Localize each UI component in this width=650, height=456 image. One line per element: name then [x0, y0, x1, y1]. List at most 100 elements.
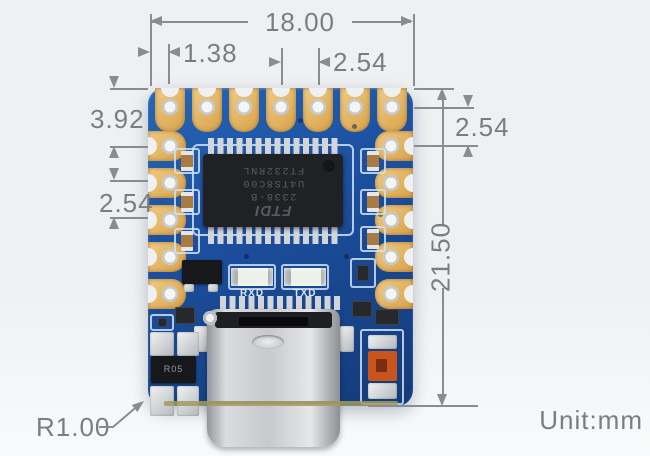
- passive-body: [181, 151, 193, 171]
- sot23-transistor: [182, 260, 222, 284]
- pad-hole: [383, 212, 399, 228]
- pad-edge-notch: [148, 137, 157, 155]
- chip-pin-row-bottom: [208, 227, 341, 244]
- smd-passive: [360, 148, 386, 174]
- dimension-label-board-height: 21.50: [425, 221, 456, 293]
- pad-hole: [273, 99, 289, 115]
- led-body: [284, 268, 326, 286]
- chip-marking-line: FT232RNL: [241, 164, 305, 176]
- smd-passive: [150, 314, 174, 331]
- castellated-pad-top: [377, 88, 407, 132]
- dimension-label-top-width: 18.00: [264, 7, 336, 37]
- usb-shell-dimple: [252, 335, 284, 349]
- extension-line: [368, 405, 478, 407]
- dim-arrowhead-up-icon: [437, 88, 447, 100]
- dim-arrowhead-up-icon: [109, 146, 119, 158]
- pad-hole: [162, 212, 178, 228]
- rxd-label: RXD: [239, 288, 265, 299]
- pad-hole: [162, 286, 178, 302]
- pad-hole: [162, 175, 178, 191]
- extension-line: [110, 146, 148, 148]
- pad-edge-notch: [404, 248, 413, 266]
- unit-note-label: Unit:mm: [539, 405, 643, 435]
- plated-hole: [203, 311, 217, 325]
- passive-body: [181, 192, 193, 212]
- solder-pad: [150, 332, 174, 356]
- extension-line: [150, 14, 152, 86]
- sot23-regulator: R05: [151, 356, 196, 383]
- pad-hole: [383, 286, 399, 302]
- chip-marking-line: 2338-B: [249, 190, 297, 202]
- dim-arrowhead-up-icon: [463, 145, 473, 157]
- pad-edge-notch: [148, 211, 157, 229]
- castellated-pad-left: [148, 205, 186, 235]
- smd-passive: [174, 148, 200, 174]
- extension-line: [110, 180, 148, 182]
- led-txd: [281, 264, 329, 290]
- pad-hole: [384, 99, 400, 115]
- castellated-pad-right: [375, 131, 413, 161]
- castellated-pad-top: [266, 88, 296, 132]
- via-dot: [244, 254, 249, 259]
- usb-pin-row: [220, 296, 340, 310]
- pad-edge-notch: [161, 88, 179, 97]
- pad-hole: [383, 175, 399, 191]
- dim-arrowhead-down-icon: [109, 76, 119, 88]
- pad-edge-notch: [309, 88, 327, 97]
- pad-edge-notch: [148, 174, 157, 192]
- extension-line: [414, 145, 478, 147]
- dim-arrowhead-right-icon: [269, 57, 281, 67]
- via-dot: [352, 124, 357, 129]
- dim-arrowhead-left-icon: [150, 16, 162, 26]
- castellated-pad-left: [148, 279, 186, 309]
- dim-arrowhead-down-icon: [463, 95, 473, 107]
- solder-pad: [184, 284, 194, 292]
- dim-arrowhead-down-icon: [109, 168, 119, 180]
- pcb-module: FTDI 2338-B U4TS8C00 FT232RNL RXD TXD: [148, 88, 413, 447]
- component-marking: R05: [163, 364, 184, 374]
- dim-arrowhead-up-icon: [109, 217, 119, 229]
- smd-passive: [174, 228, 200, 254]
- passive-body: [181, 231, 193, 251]
- orange-component-mark: [376, 359, 387, 372]
- castellated-pad-top: [155, 88, 185, 132]
- dimension-label-left-offset: 3.92: [90, 104, 145, 134]
- smd-component: [175, 307, 195, 324]
- pad-hole: [383, 138, 399, 154]
- dim-arrowhead-right-icon: [401, 16, 413, 26]
- smd-passive: [360, 226, 386, 252]
- dimension-label-top-pitch: 2.54: [333, 47, 388, 77]
- dimension-label-left-pitch: 2.54: [99, 188, 154, 218]
- castellated-pad-top: [303, 88, 333, 132]
- solder-pad: [368, 335, 397, 349]
- extension-line: [414, 107, 474, 109]
- dimension-label-pad-inset: 1.38: [183, 38, 238, 68]
- pad-edge-notch: [404, 174, 413, 192]
- chip-pin1-dot: [323, 160, 335, 172]
- pad-edge-notch: [272, 88, 290, 97]
- pad-hole: [310, 99, 326, 115]
- solder-pad: [208, 284, 218, 292]
- smd-component: [352, 301, 372, 317]
- led-rxd: [228, 264, 276, 290]
- chip-marking-line: U4TS8C00: [241, 177, 305, 189]
- dimension-line: [442, 99, 444, 226]
- extension-line: [414, 88, 454, 90]
- passive-body: [367, 192, 379, 212]
- smd-component: [375, 309, 399, 325]
- txd-label: TXD: [293, 288, 317, 299]
- passive-body: [357, 265, 369, 281]
- castellated-pad-top: [192, 88, 222, 132]
- extension-line: [110, 217, 148, 219]
- extension-line: [413, 14, 415, 86]
- pad-hole: [236, 99, 252, 115]
- chip-marking: FTDI 2338-B U4TS8C00 FT232RNL: [203, 154, 343, 227]
- corner-radius-leader-arrow: [99, 401, 144, 428]
- pad-edge-notch: [404, 211, 413, 229]
- pad-edge-notch: [404, 137, 413, 155]
- castellated-pad-top: [229, 88, 259, 132]
- board-edge-substrate: [164, 401, 398, 406]
- dimension-line: [442, 288, 444, 394]
- castellated-pad-left: [148, 131, 186, 161]
